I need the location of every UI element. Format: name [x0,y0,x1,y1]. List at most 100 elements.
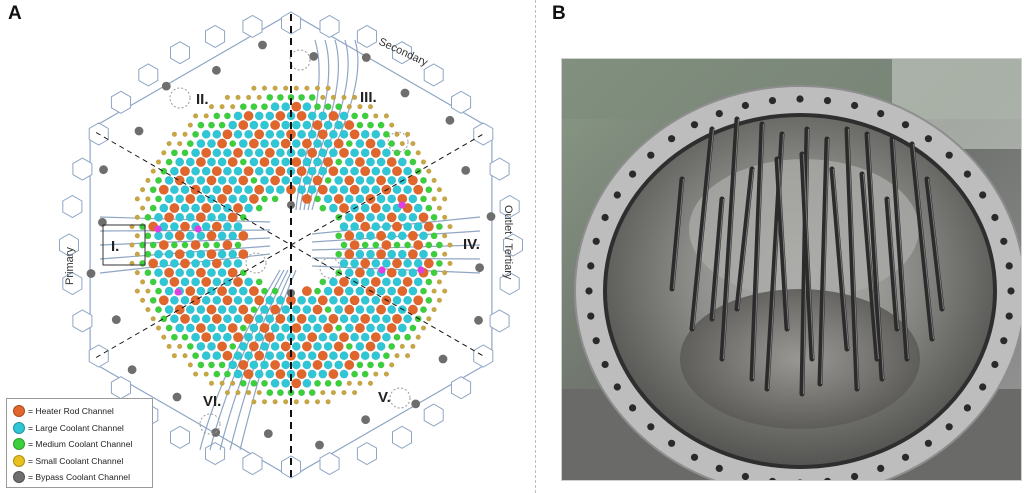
small-coolant-channel [431,177,437,184]
boundary-cell [319,14,340,38]
instrumented-channel [174,288,182,296]
small-coolant-channel [442,270,448,276]
medium-coolant-channel [186,140,194,148]
bypass-coolant-channel [438,354,448,364]
large-coolant-channel [260,341,269,351]
heater-rod-channel [232,203,243,214]
small-coolant-channel [177,141,183,147]
medium-coolant-channel [261,195,268,203]
small-coolant-channel [161,334,167,340]
heater-rod-channel [392,313,403,324]
small-coolant-channel [447,224,453,230]
large-coolant-channel [318,111,328,121]
medium-coolant-channel [324,176,332,184]
boundary-cell [356,24,377,48]
bolt-hole [991,360,999,369]
large-coolant-channel [403,222,412,232]
large-coolant-channel [260,139,269,149]
large-coolant-channel [185,323,195,333]
large-coolant-channel [371,166,381,176]
dashed-marker [387,131,409,153]
small-coolant-channel [235,94,241,101]
bolt-hole [945,423,953,431]
medium-coolant-channel [239,269,247,277]
medium-coolant-channel [319,204,327,212]
medium-coolant-channel [430,269,438,277]
region-i-box [102,224,146,266]
flange-bolt-holes [585,95,1015,480]
large-coolant-channel [313,341,322,351]
large-coolant-channel [344,286,354,296]
large-coolant-channel [207,194,216,204]
medium-coolant-channel [213,370,221,378]
large-coolant-channel [233,185,243,195]
heater-rod-highlight [713,198,724,320]
medium-coolant-channel [234,241,242,249]
large-coolant-channel [318,166,328,176]
small-coolant-channel [320,390,326,396]
medium-coolant-channel [229,342,237,350]
heater-rod-channel [333,193,344,204]
large-coolant-channel [249,360,259,370]
heater-rod-channel [333,138,344,149]
large-coolant-channel [297,185,306,195]
small-coolant-channel [256,390,262,396]
large-coolant-channel [164,286,174,296]
heater-rod-channel [238,304,249,315]
large-coolant-channel [387,194,397,204]
large-coolant-channel [403,185,412,195]
medium-coolant-channel [298,94,305,101]
large-coolant-channel [318,332,328,342]
large-coolant-channel [339,314,349,324]
boundary-cell [110,376,131,400]
medium-coolant-channel [404,333,411,341]
large-coolant-channel [376,286,386,296]
large-coolant-channel [360,332,370,342]
large-coolant-channel [175,157,185,167]
small-coolant-channel [410,343,416,350]
small-coolant-channel [203,371,209,377]
large-coolant-channel [408,268,418,278]
large-coolant-channel [334,175,344,185]
bolt-hole [587,262,595,270]
flow-channel [311,230,481,243]
bolt-hole [601,213,609,222]
small-coolant-channel [155,159,162,165]
large-coolant-channel [313,139,322,149]
heater-rod-channel [312,120,323,131]
bypass-coolant-channel [172,392,182,402]
large-coolant-channel [180,277,190,287]
bolt-hole [979,383,987,391]
heater-rod-channel [376,304,387,315]
large-coolant-channel [339,222,349,232]
heater-rod-channel [238,230,249,241]
heater-rod-channel [211,313,222,324]
bolt-hole [901,121,910,129]
small-coolant-channel [166,343,172,350]
heater-rod-channel [376,175,387,186]
heater-rod-channel [349,350,360,361]
large-coolant-channel [318,369,328,379]
heater-rod-channel [275,166,286,177]
boundary-cell [281,455,301,479]
small-coolant-channel [246,390,252,396]
large-coolant-channel [307,111,317,121]
small-coolant-channel [182,131,188,137]
large-coolant-channel [323,139,333,149]
medium-coolant-channel [420,306,427,313]
large-coolant-channel [355,305,365,314]
medium-coolant-channel [208,121,215,129]
large-coolant-channel [185,268,195,278]
medium-coolant-channel [250,306,258,313]
large-coolant-channel [328,295,338,305]
heater-rod-channel [243,369,254,380]
large-coolant-channel [265,185,275,195]
medium-coolant-channel [340,241,348,249]
small-coolant-channel [367,380,374,386]
large-coolant-channel [201,351,211,361]
large-coolant-channel [403,314,412,324]
large-coolant-channel [323,120,333,130]
small-coolant-channel [383,113,390,119]
bypass-coolant-channel [474,315,483,325]
bypass-coolant-channel [86,269,96,278]
